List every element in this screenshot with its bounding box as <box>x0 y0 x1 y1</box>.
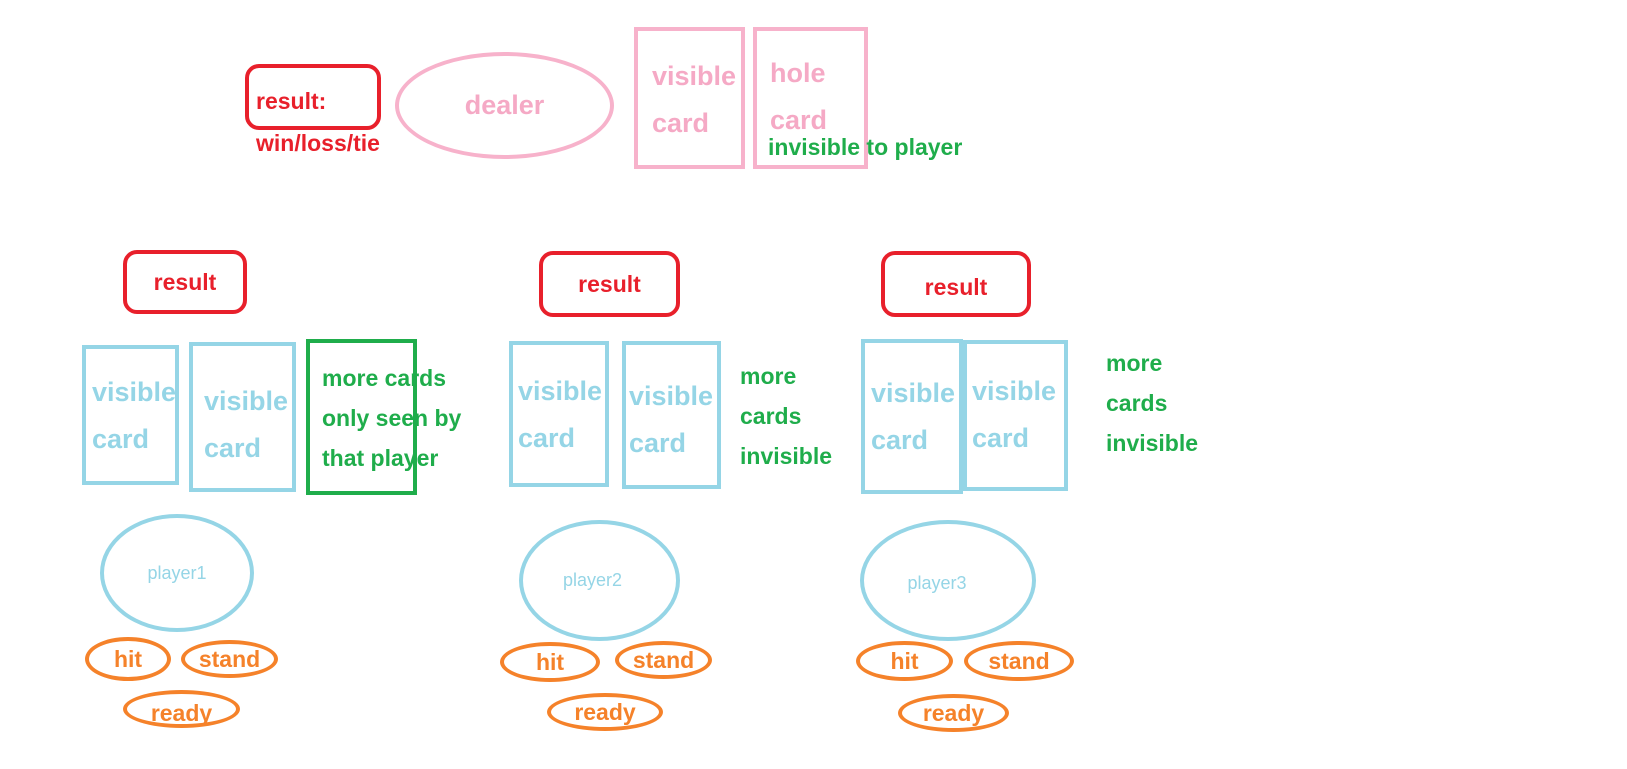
player3-stand-button[interactable]: stand <box>964 641 1074 681</box>
dealer-hole-card-line2: card <box>770 105 828 135</box>
player1-hidden-cards-line2: only seen by <box>322 405 462 431</box>
player2-avatar: player2 <box>519 520 680 641</box>
player1-card-2-line1: visible <box>204 386 289 416</box>
player3-ready-button[interactable]: ready <box>898 694 1009 732</box>
player3-hidden-cards-note: more cards invisible <box>1106 343 1246 463</box>
player1-result-label: result <box>153 268 217 295</box>
player3-hidden-cards-line2: cards <box>1106 390 1168 416</box>
player3-name: player3 <box>907 573 967 593</box>
player1-card-2: visible card <box>189 342 296 492</box>
player3-card-1-line1: visible <box>871 378 956 408</box>
player1-ready-button[interactable]: ready <box>123 690 240 728</box>
player2-result-box: result <box>539 251 680 317</box>
player2-card-2: visible card <box>622 341 721 489</box>
player2-ready-button[interactable]: ready <box>547 693 663 731</box>
player2-hit-label: hit <box>535 648 565 675</box>
player1-card-2-line2: card <box>204 433 262 463</box>
hole-card-note: invisible to player <box>768 134 963 160</box>
player1-hidden-cards-box: more cards only seen by that player <box>306 339 461 495</box>
player2-hidden-cards-line3: invisible <box>740 443 833 469</box>
player1-stand-label: stand <box>198 645 261 672</box>
player1-card-1-line1: visible <box>92 377 177 407</box>
dealer-oval: dealer <box>395 52 614 159</box>
player1-ready-label: ready <box>150 699 213 726</box>
player3-result-box: result <box>881 251 1031 317</box>
player2-card-2-line2: card <box>629 428 687 458</box>
dealer-name: dealer <box>464 90 545 120</box>
dealer-hole-card: hole card <box>753 27 868 169</box>
player2-hidden-cards-line1: more <box>740 363 797 389</box>
player3-result-label: result <box>924 273 988 300</box>
player3-card-2-line2: card <box>972 423 1030 453</box>
player1-hit-label: hit <box>113 645 143 672</box>
player1-result-box: result <box>123 250 247 314</box>
player2-hit-button[interactable]: hit <box>500 642 600 682</box>
player1-hit-button[interactable]: hit <box>85 637 171 681</box>
dealer-result-box <box>245 64 381 130</box>
player1-hidden-cards-line3: that player <box>322 445 439 471</box>
player2-name: player2 <box>562 570 623 590</box>
dealer-result-values: win/loss/tie <box>256 130 380 156</box>
player3-card-2-line1: visible <box>972 376 1057 406</box>
player3-hidden-cards-line1: more <box>1106 350 1163 376</box>
player2-hidden-cards-line2: cards <box>740 403 802 429</box>
player3-card-1: visible card <box>861 339 963 494</box>
player3-card-1-line2: card <box>871 425 929 455</box>
player1-stand-button[interactable]: stand <box>181 640 278 678</box>
player1-card-1-line2: card <box>92 424 150 454</box>
player2-card-1-line1: visible <box>518 376 603 406</box>
player3-stand-label: stand <box>988 647 1050 674</box>
dealer-visible-card-line2: card <box>652 108 710 138</box>
player2-result-label: result <box>578 270 641 297</box>
player3-hit-button[interactable]: hit <box>856 641 953 681</box>
player2-card-2-line1: visible <box>629 381 714 411</box>
dealer-visible-card: visible card <box>634 27 745 169</box>
player2-stand-button[interactable]: stand <box>615 641 712 679</box>
player3-card-2: visible card <box>963 340 1068 491</box>
player2-card-1: visible card <box>509 341 609 487</box>
player2-stand-label: stand <box>632 646 695 673</box>
player1-hidden-cards-line1: more cards <box>322 365 447 391</box>
player3-ready-label: ready <box>922 699 985 726</box>
player2-ready-label: ready <box>574 698 636 725</box>
player1-name: player1 <box>147 562 207 583</box>
player2-card-1-line2: card <box>518 423 576 453</box>
player2-hidden-cards-note: more cards invisible <box>740 356 880 476</box>
player1-card-1: visible card <box>82 345 179 485</box>
dealer-hole-card-line1: hole <box>770 58 826 88</box>
dealer-visible-card-line1: visible <box>652 61 737 91</box>
player3-hidden-cards-line3: invisible <box>1106 430 1199 456</box>
dealer-result-label: result: <box>256 88 327 114</box>
player3-avatar: player3 <box>860 520 1036 641</box>
player3-hit-label: hit <box>890 647 919 674</box>
player1-avatar: player1 <box>100 514 254 632</box>
